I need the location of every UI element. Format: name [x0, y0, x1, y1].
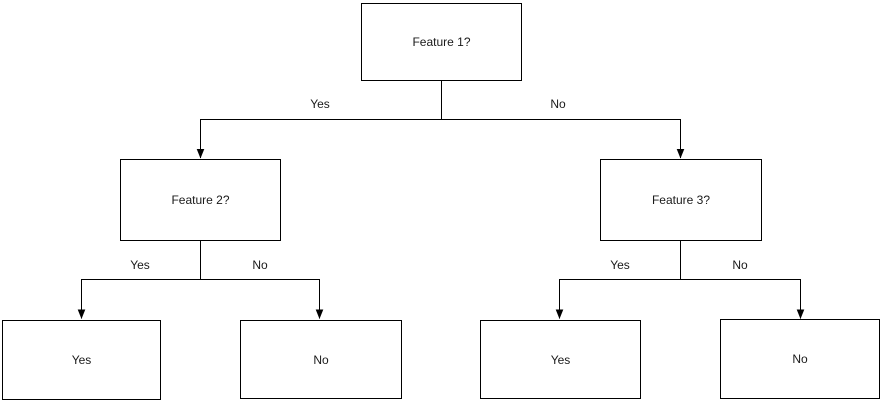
- edge-label-root-no: No: [548, 97, 568, 111]
- edge-feature3-to-leaf-no: [680, 241, 805, 319]
- node-feature-3-label: Feature 3?: [651, 193, 711, 207]
- node-feature-1: Feature 1?: [361, 3, 522, 81]
- node-feature-2-label: Feature 2?: [171, 193, 230, 207]
- edge-label-feature2-no: No: [250, 258, 270, 272]
- node-leaf-right-no: No: [720, 319, 880, 399]
- node-leaf-left-no: No: [240, 320, 402, 399]
- node-leaf-right-no-label: No: [792, 352, 808, 366]
- edge-root-to-feature3: [441, 80, 685, 159]
- node-feature-2: Feature 2?: [120, 159, 281, 241]
- edge-feature2-to-leaf-yes: [77, 241, 201, 319]
- edge-root-to-feature2: [196, 80, 442, 159]
- node-feature-3: Feature 3?: [600, 159, 762, 241]
- edge-feature3-to-leaf-yes: [555, 241, 681, 319]
- edge-label-feature3-no: No: [730, 258, 750, 272]
- node-leaf-left-no-label: No: [313, 352, 329, 367]
- node-leaf-right-yes-label: Yes: [550, 352, 571, 367]
- edge-label-feature3-yes: Yes: [608, 258, 632, 272]
- node-leaf-left-yes: Yes: [2, 320, 161, 400]
- edge-label-root-yes: Yes: [308, 97, 332, 111]
- edge-label-feature2-yes: Yes: [128, 258, 152, 272]
- node-leaf-left-yes-label: Yes: [71, 353, 92, 367]
- edge-feature2-to-leaf-no: [200, 241, 324, 319]
- node-leaf-right-yes: Yes: [480, 320, 641, 399]
- node-feature-1-label: Feature 1?: [412, 35, 471, 49]
